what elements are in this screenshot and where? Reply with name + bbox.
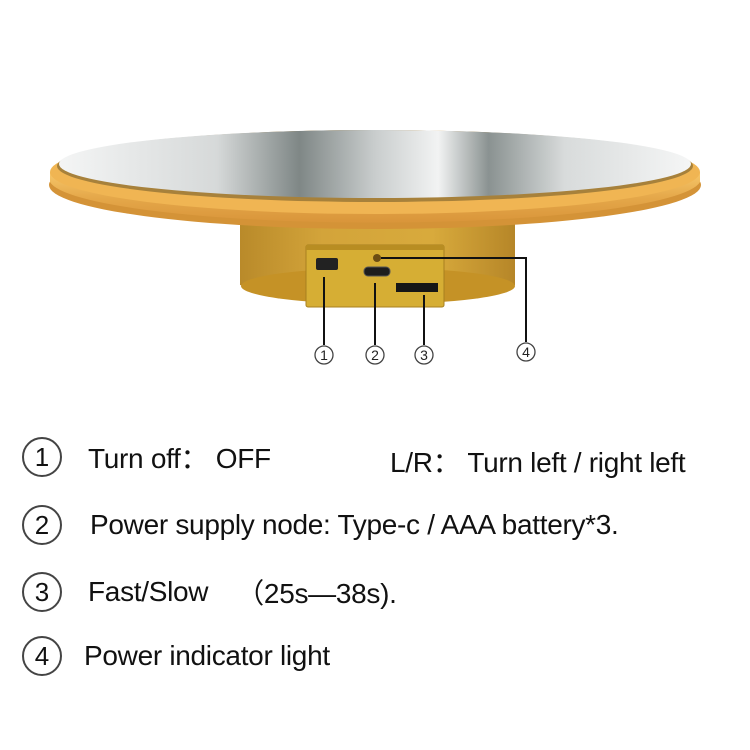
legend-item-4: 4 Power indicator light [22,636,330,676]
indicator-light-icon [373,254,381,262]
svg-text:2: 2 [371,347,379,363]
number-badge: 2 [22,505,62,545]
legend-item-2: 2 Power supply node: Type-c / AAA batter… [22,505,619,545]
legend-extra: （25s—38s). [236,578,397,609]
number-badge: 3 [22,572,62,612]
svg-text:3: 3 [420,347,428,363]
number-badge: 1 [22,437,62,477]
leader-lines [323,257,527,345]
svg-text:4: 4 [522,344,530,360]
product-illustration: 1 2 3 4 [49,130,701,365]
number-badge: 4 [22,636,62,676]
speed-slot-icon [396,283,438,292]
legend-item-3: 3 Fast/Slow （25s—38s). [22,572,397,612]
legend-item-1: 1 Turn off： OFF L/R： Turn left / right l… [22,437,686,478]
turntable-top [49,130,701,229]
legend-text: Fast/Slow [88,576,209,607]
legend-text: Power supply node: Type-c / AAA battery*… [90,509,619,540]
turntable-drawing: 1 2 3 4 [49,130,701,365]
control-panel [305,244,445,308]
type-c-port-icon [363,266,391,277]
svg-text:1: 1 [320,347,328,363]
legend-text: Power indicator light [84,640,330,671]
switch-icon [316,258,338,270]
legend-extra: L/R： Turn left / right left [390,447,686,478]
callout-markers: 1 2 3 4 [314,342,536,365]
legend-text: Turn off： OFF [88,443,271,474]
